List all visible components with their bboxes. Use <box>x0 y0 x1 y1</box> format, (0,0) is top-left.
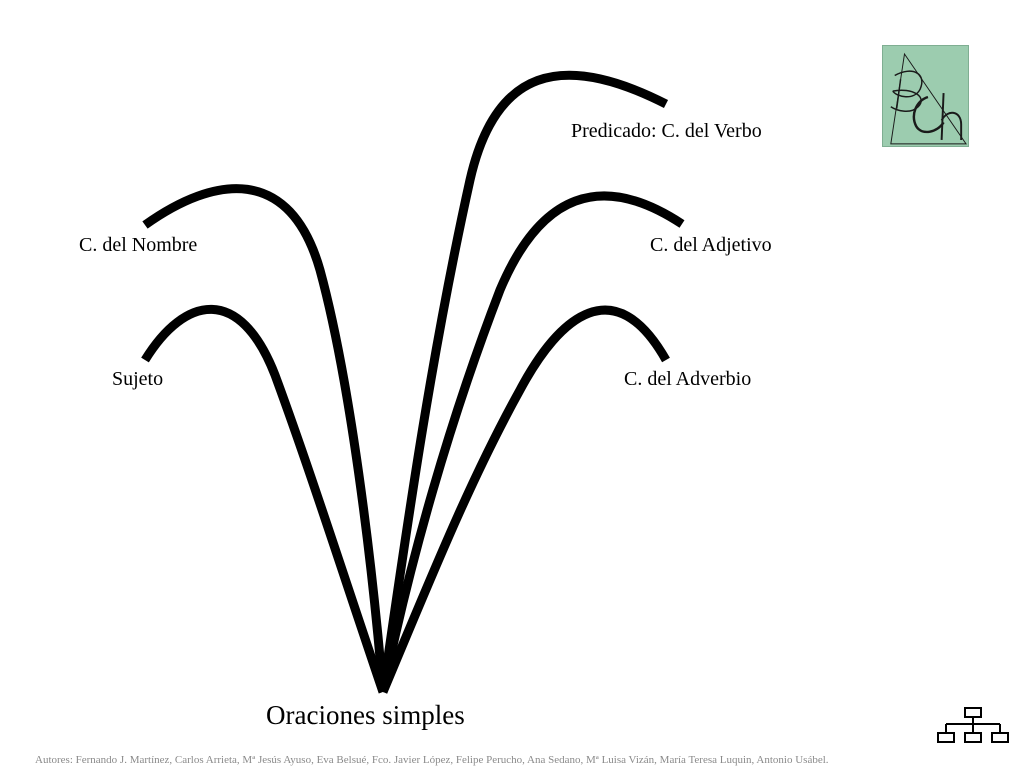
branch-adverbio-curve <box>378 305 670 694</box>
sitemap-icon-glyph <box>937 707 1009 743</box>
branch-predicado-curve <box>378 70 669 693</box>
footer-authors: Autores: Fernando J. Martínez, Carlos Ar… <box>35 754 829 766</box>
label-adverbio: C. del Adverbio <box>624 368 752 390</box>
label-sujeto: Sujeto <box>112 368 164 390</box>
branch-sujeto-curve <box>141 304 388 694</box>
bch-logo <box>882 45 969 147</box>
label-predicado: Predicado: C. del Verbo <box>571 120 762 142</box>
bch-logo-mark <box>890 52 967 145</box>
branch-nombre-curve <box>142 184 388 693</box>
label-nombre: C. del Nombre <box>79 234 198 256</box>
branch-adjetivo-curve <box>378 191 685 693</box>
root-label: Oraciones simples <box>266 700 465 730</box>
label-adjetivo: C. del Adjetivo <box>650 234 772 256</box>
sitemap-icon[interactable] <box>937 706 1009 744</box>
